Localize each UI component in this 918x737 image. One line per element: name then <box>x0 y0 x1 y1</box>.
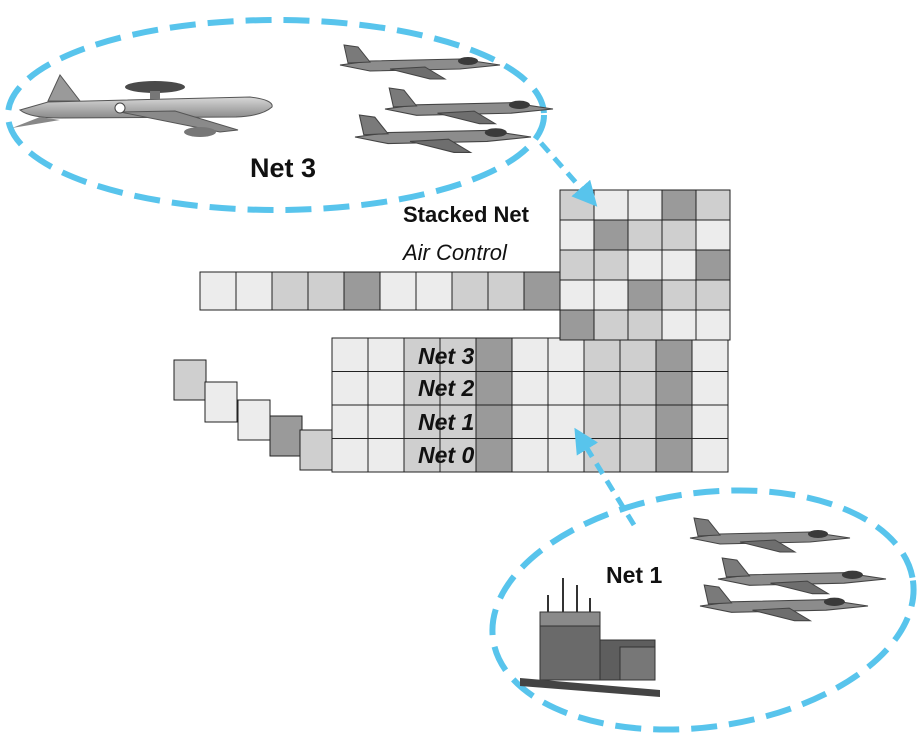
ring-wall-cell <box>627 189 663 221</box>
ring-wall-cell <box>593 309 629 341</box>
ring-wall-cell <box>661 219 697 251</box>
ring-wall-cell <box>559 219 595 251</box>
ring-back-cell <box>271 271 309 311</box>
ring-side-cell <box>204 381 238 423</box>
ring-wall-cell <box>559 279 595 311</box>
ring-front-cell <box>691 371 729 406</box>
ring-wall-cell <box>593 219 629 251</box>
ring-wall-cell <box>627 309 663 341</box>
ring-back-cell <box>415 271 453 311</box>
ring-front-cell <box>619 404 657 439</box>
ring-wall-cell <box>593 189 629 221</box>
ring-wall-cell <box>593 249 629 281</box>
ring-back-cell <box>487 271 525 311</box>
ring-back-cell <box>235 271 273 311</box>
stack-row-net0-label: Net 0 <box>418 442 475 468</box>
ring-wall-cell <box>661 249 697 281</box>
net3-link-arrow <box>539 141 598 207</box>
ring-front-cell <box>475 337 513 372</box>
ground-station-icon <box>520 578 660 697</box>
stack-row-net2-label: Net 2 <box>418 375 475 401</box>
fighter-jet-icon <box>354 114 532 153</box>
fighter-jet-icon <box>699 584 869 622</box>
ring-front-cell <box>547 438 585 473</box>
ring-back-cell <box>343 271 381 311</box>
ring-front-cell <box>547 371 585 406</box>
ring-wall-cell <box>559 249 595 281</box>
ring-front-cell <box>331 404 369 439</box>
ring-side-cell <box>299 429 333 471</box>
net3-label: Net 3 <box>250 153 317 183</box>
ring-front-cell <box>619 337 657 372</box>
ring-front-cell <box>331 337 369 372</box>
net1-boundary <box>489 487 917 733</box>
stack-row-net1-label: Net 1 <box>418 409 475 435</box>
ring-back-cell <box>523 271 561 311</box>
net1-label: Net 1 <box>606 562 663 588</box>
ring-wall-cell <box>661 279 697 311</box>
stacked-net-ring <box>173 189 731 473</box>
ring-side-cell <box>237 399 271 441</box>
ring-front-cell <box>583 337 621 372</box>
ring-front-cell <box>439 371 477 406</box>
ring-back-cell <box>451 271 489 311</box>
ring-wall-cell <box>661 189 697 221</box>
ring-wall-cell <box>627 279 663 311</box>
fighter-jet-icon <box>689 517 851 553</box>
ring-back-cell <box>307 271 345 311</box>
ring-front-cell <box>511 438 549 473</box>
ring-front-cell <box>367 371 405 406</box>
ring-front-cell <box>367 337 405 372</box>
ring-wall-cell <box>695 219 731 251</box>
ring-front-cell <box>691 337 729 372</box>
ring-wall-cell <box>627 219 663 251</box>
ring-wall-cell <box>695 249 731 281</box>
ring-front-cell <box>583 404 621 439</box>
ring-wall-cell <box>627 249 663 281</box>
awacs-aircraft-icon <box>12 74 273 137</box>
stacked-net-label: Stacked Net <box>403 202 529 227</box>
ring-wall-cell <box>593 279 629 311</box>
net1-link-arrow <box>574 427 637 527</box>
net3-boundary <box>5 17 547 213</box>
ring-front-cell <box>619 371 657 406</box>
air-control-label: Air Control <box>403 240 507 265</box>
ring-front-cell <box>655 438 693 473</box>
ring-front-cell <box>331 371 369 406</box>
ring-front-cell <box>619 438 657 473</box>
fighter-jet-icon <box>717 557 887 595</box>
ring-front-cell <box>439 404 477 439</box>
ring-front-cell <box>511 371 549 406</box>
ring-front-cell <box>331 438 369 473</box>
ring-front-cell <box>367 438 405 473</box>
ring-wall-cell <box>661 309 697 341</box>
ring-wall-cell <box>559 309 595 341</box>
ring-front-cell <box>655 337 693 372</box>
ring-front-cell <box>439 438 477 473</box>
ring-front-cell <box>475 438 513 473</box>
ring-front-cell <box>403 337 441 372</box>
ring-front-cell <box>691 438 729 473</box>
ring-side-cell <box>269 415 303 457</box>
ring-front-cell <box>511 337 549 372</box>
fighter-jet-icon <box>339 44 501 80</box>
fighter-jet-icon <box>384 87 554 125</box>
ring-front-cell <box>691 404 729 439</box>
ring-front-cell <box>439 337 477 372</box>
stack-row-net3-label: Net 3 <box>418 343 475 369</box>
ring-front-cell <box>655 371 693 406</box>
ring-wall-cell <box>695 309 731 341</box>
ring-front-cell <box>511 404 549 439</box>
ring-back-cell <box>379 271 417 311</box>
ring-front-cell <box>583 371 621 406</box>
ring-wall-cell <box>695 189 731 221</box>
ring-front-cell <box>655 404 693 439</box>
fighter-jets <box>339 44 887 622</box>
ring-side-cell <box>173 359 207 401</box>
ring-wall-cell <box>695 279 731 311</box>
ring-front-cell <box>367 404 405 439</box>
ring-back-cell <box>199 271 237 311</box>
ring-front-cell <box>547 337 585 372</box>
